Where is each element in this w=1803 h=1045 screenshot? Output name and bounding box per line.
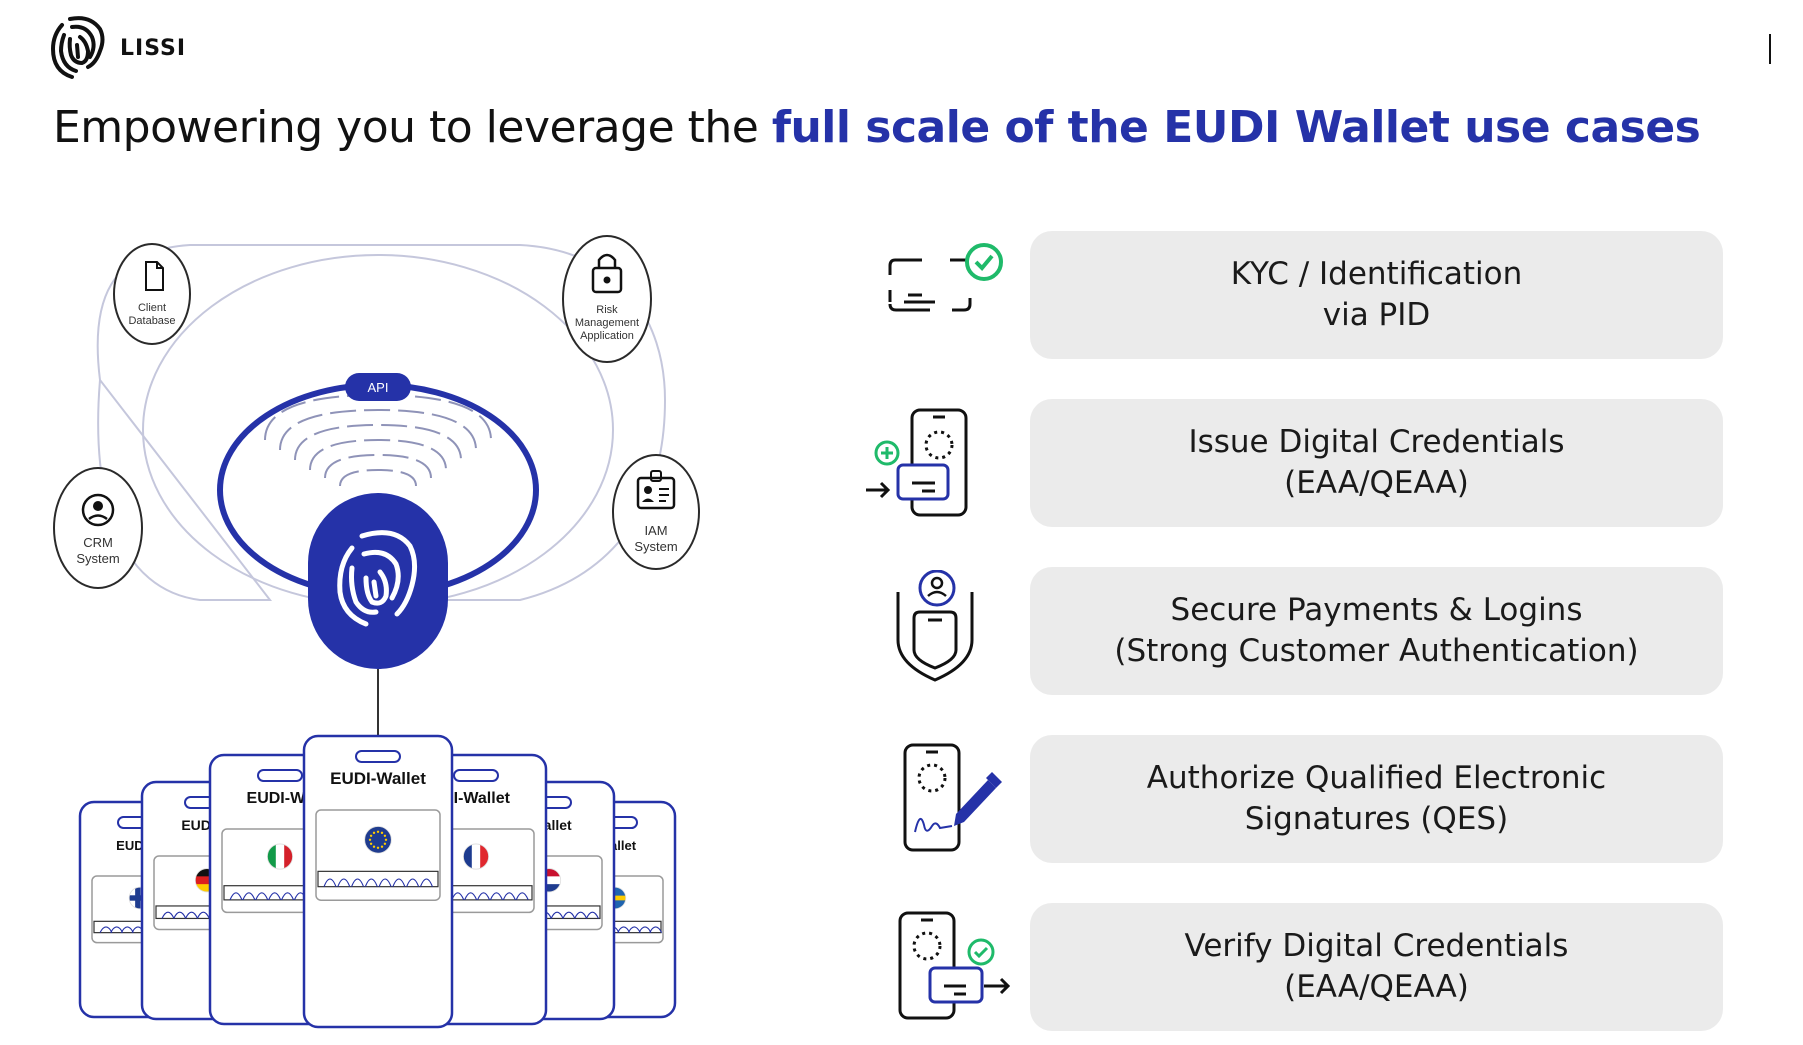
iam-line2: System [634,539,677,554]
edge-marker [1769,34,1771,64]
use-case-issue: Issue Digital Credentials (EAA/QEAA) [1030,399,1723,527]
wallet-label: EUDI-Wallet [330,769,426,788]
brand-logo: LISSI [50,15,186,81]
shield-payment-icon [896,570,974,682]
signature-pen-icon [903,743,1002,852]
wallet-label: DI-Wallet [442,790,511,807]
use-case-verify: Verify Digital Credentials (EAA/QEAA) [1030,903,1723,1031]
title-lead: Empowering you to leverage the [53,102,772,153]
central-fingerprint-badge [308,493,448,669]
use-case-issue-line1: Issue Digital Credentials [1188,423,1565,460]
brand-name: LISSI [120,35,187,61]
crm-line2: System [76,551,119,566]
fingerprint-logo-icon [50,16,105,79]
use-case-payments-line1: Secure Payments & Logins [1170,591,1583,628]
eu-flag-icon [364,826,392,854]
use-case-verify-line1: Verify Digital Credentials [1184,927,1569,964]
iam-line1: IAM [644,523,667,538]
node-client-database: Client Database [113,243,191,345]
client-database-line2: Database [128,315,175,327]
node-iam-system: IAM System [612,454,700,570]
fingerprint-tunnel [264,393,492,487]
wallet-fan: EUDI-W-WalletEUDI-W-WalletEUDI-WaDI-Wall… [78,734,677,1029]
node-crm-system: CRM System [53,467,143,589]
verify-credential-icon [898,911,1010,1020]
wallet-label: EUDI-Wa [247,790,314,807]
netherlands-flag-icon [537,868,561,892]
api-badge: API [345,373,411,401]
api-label: API [368,380,389,395]
use-case-kyc-line1: KYC / Identification [1230,255,1523,292]
architecture-diagram: API Client Database Risk Management Appl… [53,235,700,738]
title-emphasis: full scale of the EUDI Wallet use cases [771,102,1701,153]
wallet-phone-eu: EUDI-Wallet [302,734,454,1029]
issue-credential-icon [866,408,968,517]
client-database-line1: Client [138,302,166,314]
use-case-payments: Secure Payments & Logins (Strong Custome… [1030,567,1723,695]
page-title: Empowering you to leverage the full scal… [53,102,1701,153]
use-case-qes-line1: Authorize Qualified Electronic [1146,759,1607,796]
use-case-qes: Authorize Qualified Electronic Signature… [1030,735,1723,863]
risk-line1: Risk [596,304,618,316]
france-flag-icon [463,843,489,870]
use-case-verify-line2: (EAA/QEAA) [1284,969,1469,1005]
risk-line3: Application [580,330,634,342]
use-case-issue-line2: (EAA/QEAA) [1284,465,1469,501]
crm-line1: CRM [83,535,113,550]
node-risk-management: Risk Management Application [562,235,652,363]
risk-line2: Management [575,317,639,329]
id-card-check-icon [888,243,1003,312]
use-case-payments-line2: (Strong Customer Authentication) [1114,633,1639,669]
italy-flag-icon [267,843,293,870]
use-case-kyc: KYC / Identification via PID [1030,231,1723,359]
use-case-qes-line2: Signatures (QES) [1244,801,1509,837]
germany-flag-icon [195,868,219,892]
use-case-kyc-line2: via PID [1322,297,1431,333]
